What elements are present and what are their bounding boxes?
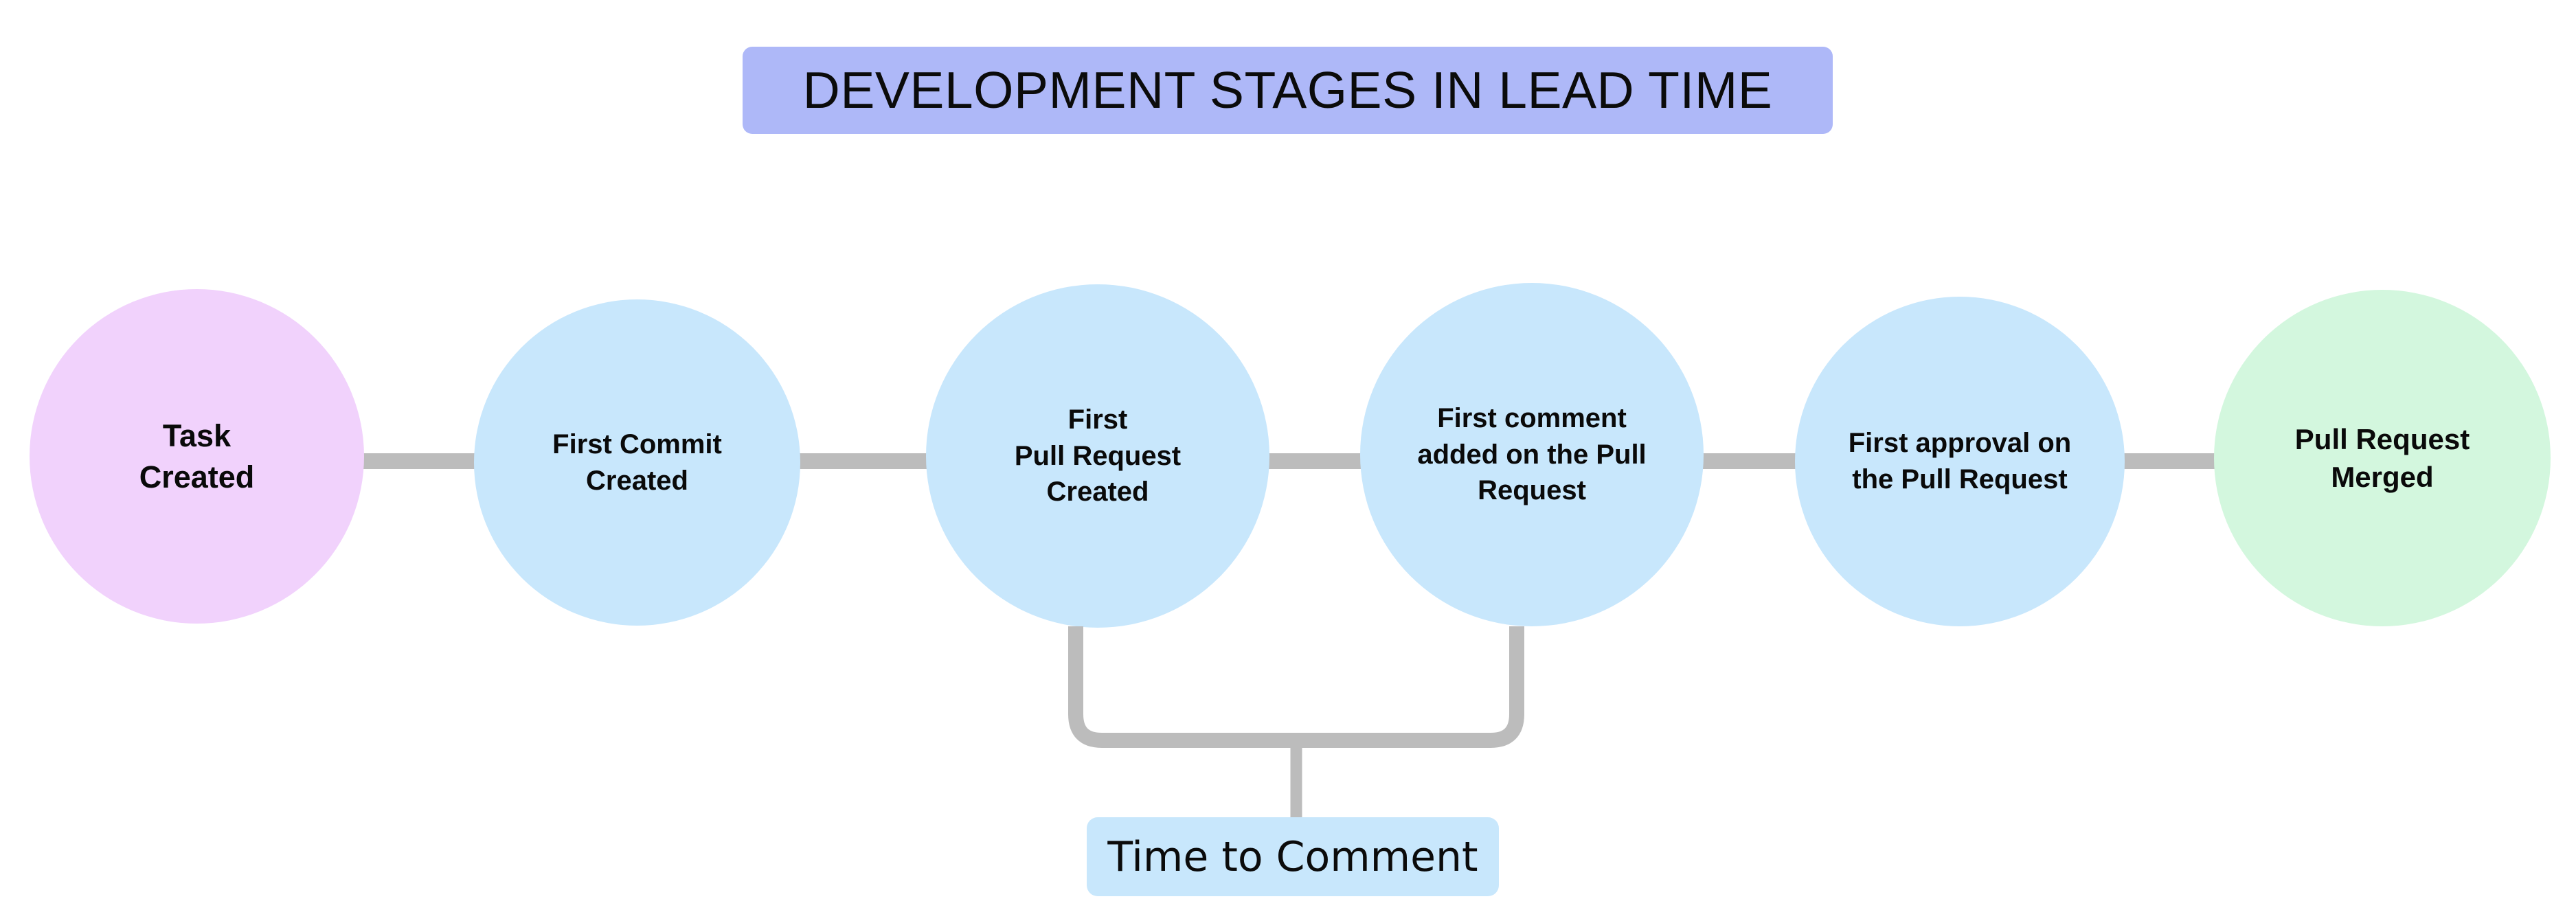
stage-node-first-approval[interactable]: First approval on the Pull Request (1795, 297, 2125, 626)
stage-label-first-commit-created: First Commit Created (552, 429, 722, 496)
stage-node-pull-request-merged[interactable]: Pull Request Merged (2214, 290, 2551, 626)
stage-label-first-approval: First approval on the Pull Request (1848, 428, 2072, 494)
connector-5-6 (2102, 453, 2250, 469)
connector-2-3 (790, 453, 945, 469)
stage-label-first-pull-request-created: First Pull Request Created (1014, 404, 1182, 508)
stage-label-task-created: Task Created (139, 418, 255, 494)
page-title: DEVELOPMENT STAGES IN LEAD TIME (802, 61, 1773, 119)
time-to-comment-label: Time to Comment (1107, 832, 1478, 881)
stage-node-first-pull-request-created[interactable]: First Pull Request Created (926, 284, 1269, 628)
stage-node-task-created[interactable]: Task Created (30, 289, 364, 624)
diagram-title-banner: DEVELOPMENT STAGES IN LEAD TIME (743, 47, 1833, 134)
connector-1-2 (347, 453, 491, 469)
time-to-comment-pill[interactable]: Time to Comment (1087, 817, 1499, 896)
bracket-path (1068, 626, 1524, 748)
stage-label-first-comment-added: First comment added on the Pull Request (1417, 402, 1647, 506)
stage-node-first-commit-created[interactable]: First Commit Created (474, 299, 800, 626)
stage-node-first-comment-added[interactable]: First comment added on the Pull Request (1360, 283, 1704, 626)
stage-label-pull-request-merged: Pull Request Merged (2294, 422, 2470, 493)
